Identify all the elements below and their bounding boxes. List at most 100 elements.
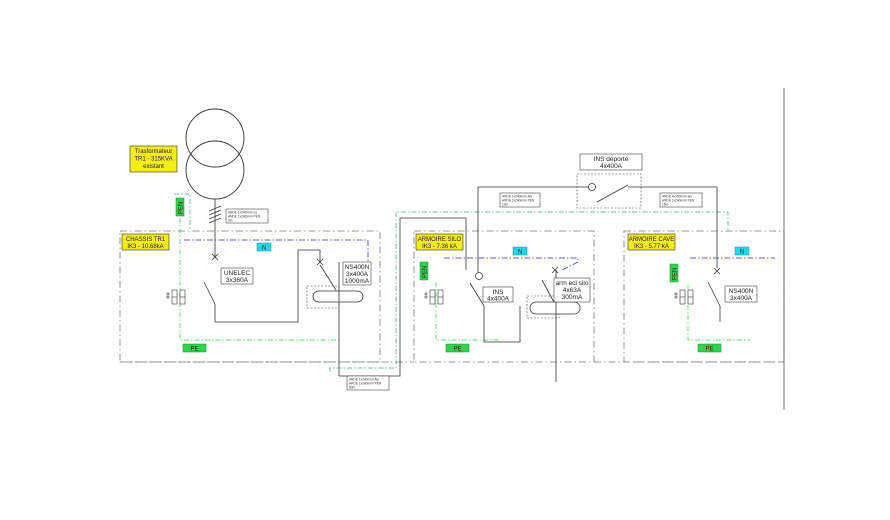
cabinet-chassis: CHASSIS TR1 IK3 - 10.68kA PEN N PE UNELE…: [119, 197, 381, 376]
cabinet-chassis-interconnect-wire: [215, 249, 321, 323]
cabinet-chassis-terminal-block: [166, 289, 186, 305]
svg-text:ARDE 1x240mm² PEN: ARDE 1x240mm² PEN: [349, 382, 382, 386]
cabinet-silo-neutral-label: N: [518, 250, 522, 256]
ns400n-cave-label-line-2: 3x400A: [730, 295, 753, 302]
transformer-secondary-winding: [185, 140, 245, 200]
unelec-breaker-label-line-1: UNELEC: [224, 270, 251, 277]
cabinet-silo-title-line-2: IK3 - 7.36 kA: [422, 244, 457, 250]
unelec-breaker-label-line-2: 3x360A: [226, 277, 249, 284]
arm-ecl-silo-label-line-3: 300mA: [562, 294, 583, 301]
ns400n-chassis-label-line-3: 1000mA: [345, 278, 370, 285]
ins-silo-label-line-2: 4x400A: [487, 296, 510, 303]
cabinet-cave-neutral-label: N: [740, 250, 744, 256]
arm-ecl-silo-rcd-toroid: [529, 301, 581, 315]
ins-deporte-label-line-1: INS déporté: [594, 156, 629, 163]
cable-label-chassis-silo: ARDE 1x240mm² Alu ARDE 1x240mm² PEN 80m: [346, 375, 390, 391]
cabinet-chassis-pen-badge: [175, 197, 185, 217]
pe-line-transformer: [174, 193, 191, 230]
cabinet-chassis-title-line-2: IK3 - 10.68kA: [127, 244, 163, 250]
ins-silo-switch-contact: [469, 282, 485, 307]
cabinet-cave-pe-badge: [697, 343, 722, 353]
cable-label-ins-cave: ARDE 4x150mm² alu ARDE 1x240mm² PEN 15m: [659, 192, 703, 208]
ins-silo-label-line-1: INS: [493, 289, 505, 296]
cabinet-silo-border: [413, 230, 595, 363]
cabinet-silo-terminal-block: [424, 289, 444, 305]
ns400n-chassis-label-line-1: NS400N: [345, 264, 370, 271]
cabinet-chassis-border: [119, 230, 381, 363]
transformer-label-box: [129, 145, 178, 173]
cabinet-cave-pe-label: PE: [705, 347, 713, 353]
svg-text:ARDE 1x240mm² Alu: ARDE 1x240mm² Alu: [349, 378, 379, 382]
ins-deporte-enclosure: [576, 173, 642, 209]
ins-silo-lower-wire: [483, 306, 521, 343]
cable-label-silo-ins: ARDE 1x240mm² Alu ARDE 1x240mm² PEN 10m: [499, 192, 541, 208]
cabinet-silo-neutral-badge: [512, 246, 528, 256]
pe-line-interconnect: [329, 211, 729, 372]
svg-text:15m: 15m: [662, 203, 669, 207]
cabinet-chassis-title-line-1: CHASSIS TR1: [126, 237, 166, 243]
svg-text:ARDE 1x240mm² PEN: ARDE 1x240mm² PEN: [502, 199, 535, 203]
transformer-label-line-3: existant: [143, 164, 164, 170]
arm-ecl-silo-label-line-2: 4x63A: [563, 287, 582, 294]
svg-text:80m: 80m: [349, 386, 356, 390]
cabinet-chassis-neutral-badge: [256, 242, 272, 252]
transformer-label-line-1: Trasformateur: [135, 149, 172, 155]
ins-silo-switch-terminal: [475, 272, 483, 280]
transformer-cable-ticks: [208, 205, 222, 224]
cabinet-silo-title-line-1: ARMOIRE SILO: [418, 237, 462, 243]
cabinet-chassis-title-box: [121, 233, 170, 251]
cabinet-cave-title-line-2: IK3 - 5.77 kA: [634, 244, 669, 250]
cabinet-cave-pen-badge: [669, 263, 679, 283]
ins-silo-label-box: [482, 286, 514, 303]
ns400n-cave-label-line-1: NS400N: [729, 288, 754, 295]
ins-deporte-label-box: [579, 153, 643, 171]
cable-label-tr1: ARDE 1x240mm² cu ANDE 1x240mm² PEN 6m: [225, 208, 269, 224]
ins-deporte-input-wire: [477, 186, 588, 272]
cabinet-chassis-pe-label: PE: [190, 347, 198, 353]
cabinet-cave-title-line-1: ARMOIRE CAVE: [629, 237, 675, 243]
transformer-label-line-2: TR1 - 315KVA: [134, 157, 172, 163]
cabinet-chassis-pe-bus: [179, 218, 340, 341]
cabinet-silo-pe-label: PE: [453, 347, 461, 353]
ins-deporte-output-wire: [628, 186, 718, 268]
cabinet-cave-neutral-badge: [734, 246, 750, 256]
arm-ecl-silo-label-line-1: arm ecl silo: [556, 280, 589, 287]
ins-deporte: INS déporté 4x400A: [477, 153, 718, 272]
arm-ecl-silo-label-box: [553, 277, 591, 303]
ins-deporte-label-line-2: 4x400A: [600, 163, 623, 170]
ins-deporte-switch-contact: [596, 184, 629, 203]
arm-ecl-silo-cross-b: [551, 266, 559, 274]
ns400n-cave-contact: [707, 281, 721, 307]
transformer: Trasformateur TR1 - 315KVA existant: [129, 108, 245, 258]
ns400n-cave-label-box: [724, 285, 758, 303]
svg-text:ARDE 1x240mm² Alu: ARDE 1x240mm² Alu: [502, 195, 532, 199]
cabinet-silo-title-box: [415, 233, 464, 251]
cabinet-chassis-neutral-label: N: [262, 246, 266, 252]
cabinet-chassis-neutral-bus: [184, 239, 369, 262]
ns400n-chassis-cross-b: [316, 258, 324, 266]
svg-text:ARDE 4x150mm² alu: ARDE 4x150mm² alu: [662, 195, 692, 199]
ns400n-cave-cross-b: [713, 267, 721, 275]
cabinet-silo-pe-badge: [445, 343, 470, 353]
unelec-breaker-cross-b: [211, 253, 219, 261]
cabinet-cave-title-box: [627, 233, 676, 251]
cabinet-chassis-pen-label: PEN: [179, 202, 185, 214]
cabinet-cave-pen-label: PEN: [673, 268, 679, 280]
ns400n-chassis-label-box: [342, 261, 372, 286]
svg-text:ARDE 1x240mm² cu: ARDE 1x240mm² cu: [228, 211, 257, 215]
cabinet-silo-pen-badge: [419, 261, 429, 281]
cabinet-chassis-pe-badge: [182, 343, 207, 353]
svg-text:ANDE 1x240mm² PEN: ANDE 1x240mm² PEN: [228, 215, 261, 219]
cabinet-silo-neutral-bus: [444, 257, 579, 271]
cabinet-silo-pen-label: PEN: [423, 266, 429, 278]
ns400n-chassis-rcd-toroid: [312, 290, 364, 303]
unelec-breaker-contact: [203, 281, 216, 305]
svg-text:6m: 6m: [228, 219, 233, 223]
svg-text:ARDE 1x240mm² PEN: ARDE 1x240mm² PEN: [662, 199, 695, 203]
ins-deporte-switch-terminal: [588, 183, 596, 191]
cabinet-silo: ARMOIRE SILO IK3 - 7.36 kA PEN N PE INS …: [413, 230, 595, 382]
cabinet-cave-terminal-block: [674, 289, 694, 305]
cabinet-cave: ARMOIRE CAVE IK3 - 5.77 kA PEN N PE NS40…: [623, 230, 785, 363]
ns400n-chassis-label-line-2: 3x400A: [346, 271, 369, 278]
